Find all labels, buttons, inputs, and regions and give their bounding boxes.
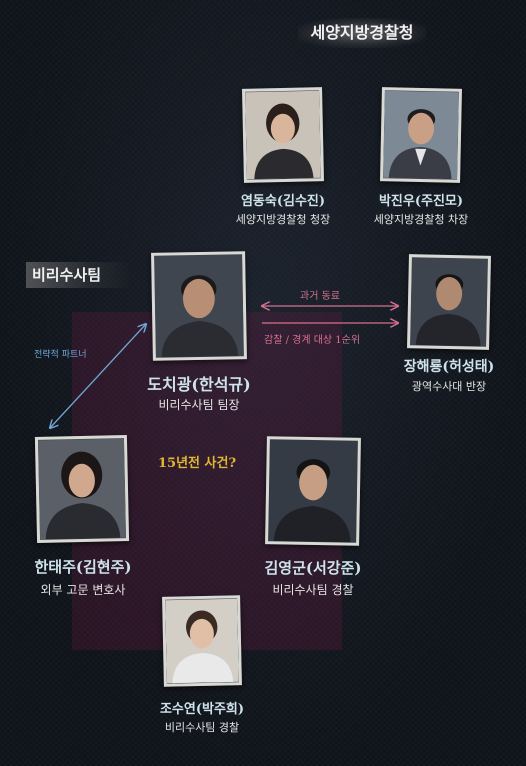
portrait-image [383,90,459,180]
person-name: 김영군(서강준) [264,559,362,577]
portrait-jang-haeryong [407,254,491,350]
person-name: 장해룡(허성태) [403,359,495,375]
person-role: 비리수사팀 팀장 [158,398,240,412]
team-label: 비리수사팀 [26,262,132,288]
incident-label: 15년전 사건? [158,456,237,471]
person-name: 조수연(박주희) [159,702,245,717]
portrait-park-jinwoo [380,87,462,183]
portrait-image [37,438,127,540]
person-role: 외부 고문 변호사 [40,583,126,597]
portrait-image [268,439,358,543]
person-name: 도치광(한석규) [147,375,251,394]
portrait-do-chigwang [151,251,247,361]
person-role: 세양지방경찰청 청장 [235,213,331,226]
org-label: 세양지방경찰청 [298,18,426,48]
surveillance-label: 감찰 / 경계 대상 1순위 [264,335,361,346]
portrait-han-taeju [34,435,130,543]
past-colleague-label: 과거 동료 [300,291,340,302]
portrait-kim-yeonggun [265,436,361,546]
portrait-jo-suyeon [162,595,242,687]
portrait-image [245,90,321,180]
portrait-image [165,598,239,684]
person-role: 광역수사대 반장 [411,380,487,393]
person-role: 비리수사팀 경찰 [272,583,354,597]
portrait-image [410,257,488,347]
person-role: 세양지방경찰청 차장 [373,213,469,226]
person-role: 비리수사팀 경찰 [164,721,240,734]
person-name: 박진우(주진모) [378,194,464,209]
strategic-partner-label: 전략적 파트너 [34,350,87,360]
strategic-partner-arrow [50,324,146,428]
person-name: 한태주(김현주) [34,558,132,576]
portrait-yeom-dongsuk [242,87,324,183]
portrait-image [154,254,244,358]
person-name: 염동숙(김수진) [240,194,326,209]
